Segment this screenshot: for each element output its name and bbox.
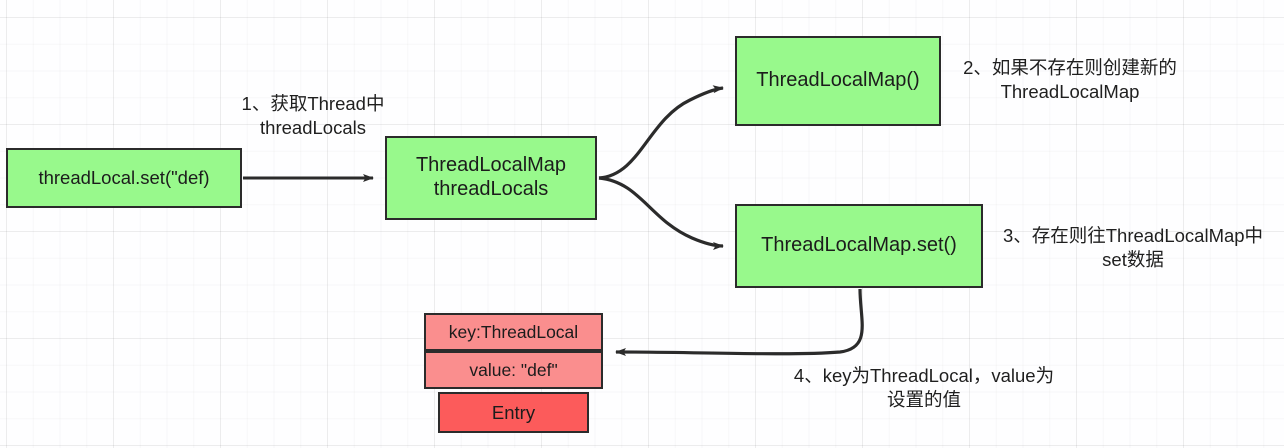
annotation-step-4: 4、key为ThreadLocal，value为 设置的值: [793, 365, 1055, 411]
node-threadlocalmap-set[interactable]: ThreadLocalMap.set(): [735, 204, 983, 288]
annotation-step-2: 2、如果不存在则创建新的 ThreadLocalMap: [963, 57, 1177, 103]
edge-map-set-to-entry: [615, 288, 864, 357]
node-threadlocalmap-constructor[interactable]: ThreadLocalMap(): [735, 36, 941, 126]
node-threadlocalmap-threadlocals[interactable]: ThreadLocalMap threadLocals: [385, 136, 597, 220]
node-entry-label[interactable]: Entry: [438, 392, 589, 433]
edge-threadlocals-to-map-set: [598, 176, 724, 250]
edge-threadlocals-to-new-map: [598, 85, 724, 180]
node-entry-value-row[interactable]: value: "def": [424, 351, 603, 389]
annotation-step-1: 1、获取Thread中 threadLocals: [241, 93, 385, 139]
annotation-step-3: 3、存在则往ThreadLocalMap中 set数据: [1002, 225, 1264, 271]
node-threadlocal-set-call[interactable]: threadLocal.set("def): [6, 148, 242, 208]
node-entry-key-row[interactable]: key:ThreadLocal: [424, 313, 603, 351]
